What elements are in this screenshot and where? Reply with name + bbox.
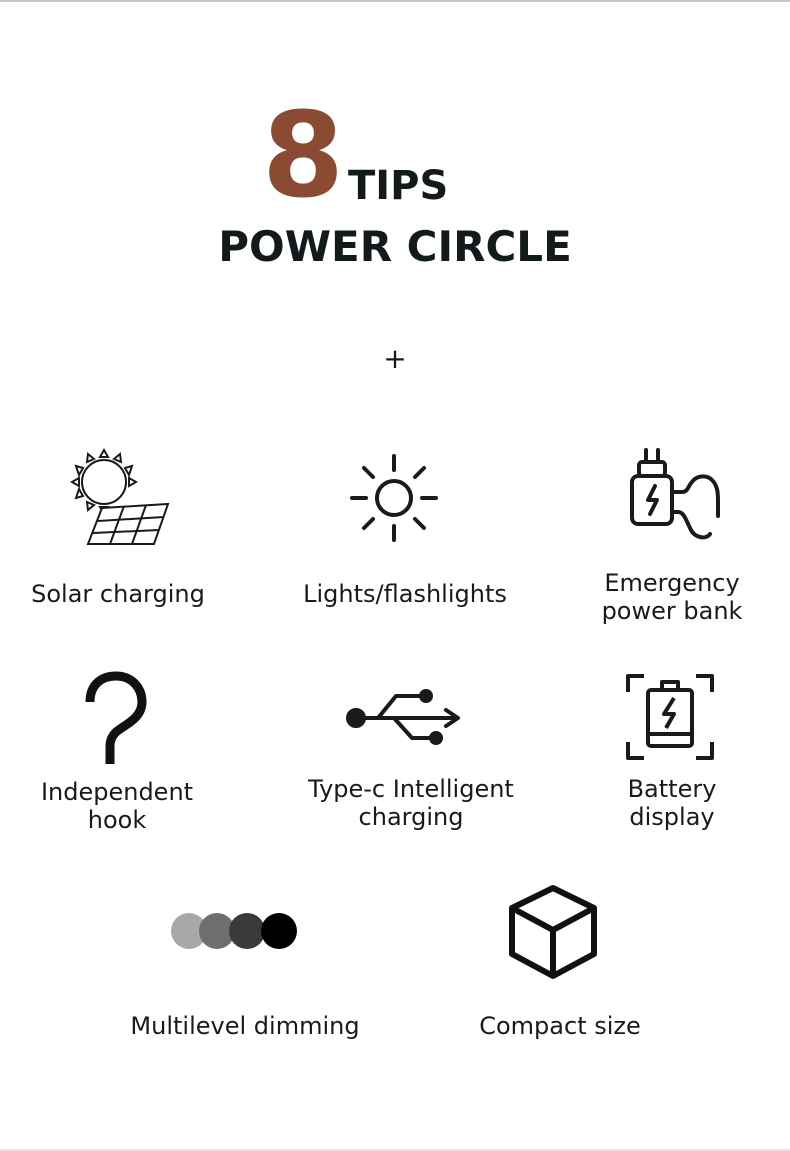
charger-plug-icon <box>630 448 720 540</box>
plus-separator: + <box>383 342 407 375</box>
feature-label: Lights/flashlights <box>303 580 507 608</box>
cube-icon <box>509 885 597 979</box>
top-divider <box>0 0 790 2</box>
feature-label: Multilevel dimming <box>130 1012 360 1040</box>
feature-label: Compact size <box>479 1012 641 1040</box>
page-title: POWER CIRCLE <box>218 222 572 271</box>
usb-icon <box>346 689 460 745</box>
dimming-circles-icon <box>171 913 297 949</box>
feature-label: Solar charging <box>31 580 205 608</box>
feature-label: Battery display <box>627 775 717 831</box>
bottom-divider <box>0 1149 790 1151</box>
tips-count-number: 8 <box>262 86 344 224</box>
solar-panel-icon <box>69 447 170 545</box>
tips-label: TIPS <box>348 163 449 209</box>
hook-icon <box>85 671 147 764</box>
battery-icon <box>626 674 714 760</box>
feature-label: Emergency power bank <box>601 569 743 625</box>
feature-label: Independent hook <box>40 778 194 834</box>
feature-label: Type-c Intelligent charging <box>308 775 514 831</box>
sun-icon <box>350 454 438 542</box>
